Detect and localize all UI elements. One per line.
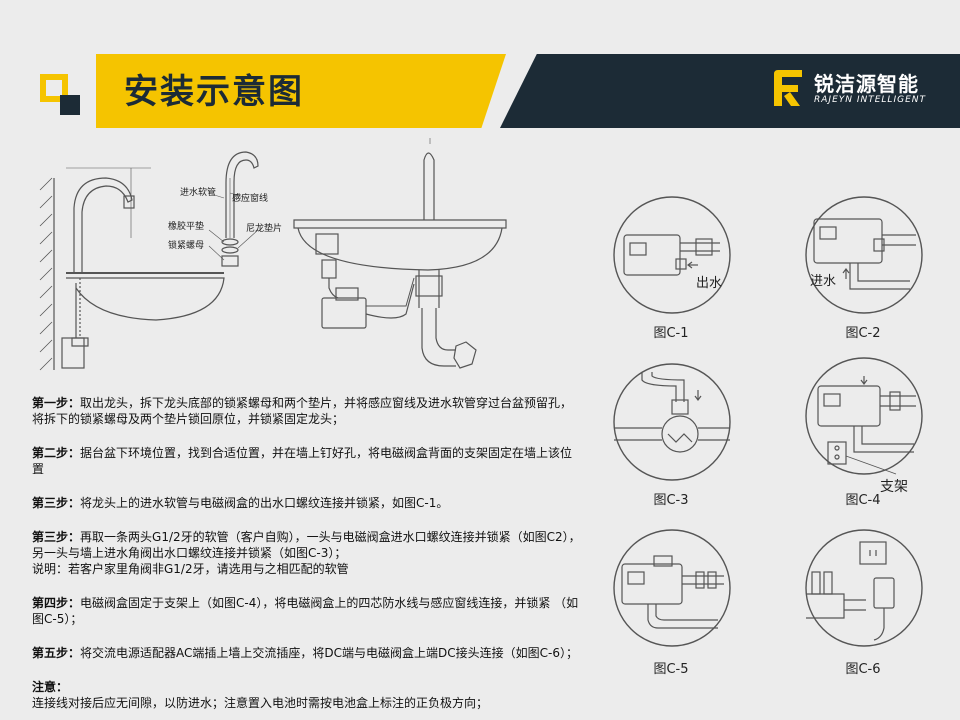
header-banner: 安装示意图 锐洁源智能 RAJEYN INTELLIGENT	[0, 0, 960, 140]
brand-logo-icon	[774, 70, 802, 106]
installation-note: 注意：连接线对接后应无间隙，以防进水；注意置入电池时需按电池盒上标注的正负极方向…	[32, 680, 489, 710]
label-lock-nut: 锁紧螺母	[168, 239, 204, 251]
installation-diagram: 进水软管 感应窗线 橡胶平垫 尼龙垫片 锁紧螺母	[39, 138, 507, 371]
step-2: 第二步：据台盆下环境位置，找到合适位置，并在墙上钉好孔，将电磁阀盒背面的支架固定…	[32, 446, 573, 476]
figure-c4-caption: 图C-4	[845, 493, 881, 508]
step-3b: 第三步：再取一条两头G1/2牙的软管（客户自购），一头与电磁阀盒进水口螺纹连接并…	[32, 530, 581, 576]
figure-c2-label: 进水	[810, 274, 836, 289]
label-sensor-wire: 感应窗线	[232, 192, 268, 204]
figure-c6-caption: 图C-6	[845, 662, 881, 677]
basin-front-view	[293, 138, 507, 369]
figure-c2: 进水	[805, 196, 923, 314]
figure-c5-caption: 图C-5	[653, 662, 689, 677]
step-1: 第一步：取出龙头，拆下龙头底部的锁紧螺母和两个垫片，并将感应窗线及进水软管穿过台…	[32, 396, 573, 426]
brand-name-cn: 锐洁源智能	[814, 72, 919, 96]
figure-c1-label: 出水	[696, 276, 722, 291]
brand-name-en: RAJEYN INTELLIGENT	[814, 95, 926, 105]
figure-c1: 出水	[613, 196, 731, 314]
step-3: 第三步：将龙头上的进水软管与电磁阀盒的出水口螺纹连接并锁紧，如图C-1。	[32, 496, 449, 510]
figure-c4-label: 支架	[880, 479, 908, 495]
figure-c3	[613, 363, 731, 481]
page-title: 安装示意图	[124, 72, 304, 112]
faucet-exploded-view	[207, 151, 259, 267]
label-inlet-hose: 进水软管	[180, 186, 216, 198]
figure-c6	[805, 529, 923, 647]
decorative-square	[60, 95, 80, 115]
decorative-frame	[40, 74, 68, 102]
label-rubber-gasket: 橡胶平垫	[168, 220, 204, 232]
figure-c1-caption: 图C-1	[653, 326, 689, 341]
step-4: 第四步：电磁阀盒固定于支架上（如图C-4），将电磁阀盒上的四芯防水线与感应窗线连…	[32, 596, 579, 626]
brand-logo: 锐洁源智能 RAJEYN INTELLIGENT	[770, 68, 940, 112]
figure-c2-caption: 图C-2	[845, 326, 881, 341]
logo-band	[500, 54, 960, 128]
label-nylon-gasket: 尼龙垫片	[246, 222, 282, 234]
installation-steps: 第一步：取出龙头，拆下龙头底部的锁紧螺母和两个垫片，并将感应窗线及进水软管穿过台…	[32, 395, 582, 711]
wall-drawing	[39, 177, 55, 371]
title-band	[96, 54, 506, 128]
step-5: 第五步：将交流电源适配器AC端插上墙上交流插座，将DC端与电磁阀盒上端DC接头连…	[32, 646, 578, 660]
faucet-side-view	[61, 167, 225, 369]
figure-c3-caption: 图C-3	[653, 493, 689, 508]
figure-c5	[613, 529, 731, 647]
figure-c4	[805, 357, 923, 475]
